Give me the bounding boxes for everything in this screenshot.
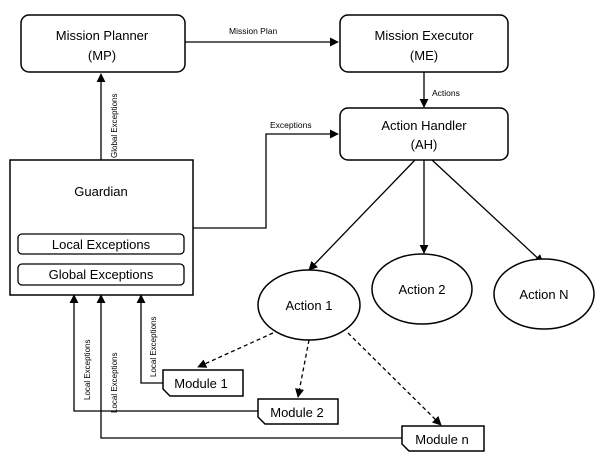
edge-label-exceptions: Exceptions xyxy=(270,120,312,130)
action-n-node: Action N xyxy=(493,258,595,330)
edge-action1-to-module-n xyxy=(347,332,442,426)
guardian-title: Guardian xyxy=(74,184,127,199)
module-n-label: Module n xyxy=(415,432,468,447)
module-n-node: Module n xyxy=(401,425,485,452)
edge-label-actions: Actions xyxy=(432,88,460,98)
edge-label-mission-plan: Mission Plan xyxy=(229,26,277,36)
edge-label-global-exceptions: Global Exceptions xyxy=(110,94,119,158)
guardian-global-exceptions-box: Global Exceptions xyxy=(17,263,185,286)
module-2-node: Module 2 xyxy=(257,398,339,425)
mission-planner-node: Mission Planner (MP) xyxy=(20,14,186,73)
guardian-node: Guardian Local Exceptions Global Excepti… xyxy=(9,159,194,296)
edge-exceptions xyxy=(193,129,339,229)
action-handler-node: Action Handler (AH) xyxy=(339,107,509,161)
edge-label-local-exceptions-3: Local Exceptions xyxy=(110,353,119,413)
edge-action1-to-module-2 xyxy=(295,339,310,398)
guardian-local-exceptions-box: Local Exceptions xyxy=(17,233,185,255)
edge-action1-to-module-1 xyxy=(197,332,274,368)
edge-module-n-local-exceptions xyxy=(96,294,402,439)
action-2-label: Action 2 xyxy=(399,282,446,297)
module-1-label: Module 1 xyxy=(174,376,227,391)
action-2-node: Action 2 xyxy=(371,253,473,325)
module-1-node: Module 1 xyxy=(162,369,244,397)
mission-planner-title: Mission Planner xyxy=(56,28,149,43)
edge-label-local-exceptions-2: Local Exceptions xyxy=(83,340,92,400)
module-2-label: Module 2 xyxy=(270,405,323,420)
edge-ah-to-action-n xyxy=(431,159,544,264)
guardian-local-exceptions-label: Local Exceptions xyxy=(52,237,151,252)
action-n-label: Action N xyxy=(519,287,568,302)
action-1-node: Action 1 xyxy=(257,269,361,341)
guardian-global-exceptions-label: Global Exceptions xyxy=(49,267,154,282)
action-handler-title: Action Handler xyxy=(381,118,467,133)
edge-module-2-local-exceptions xyxy=(69,294,258,412)
edge-label-local-exceptions-1: Local Exceptions xyxy=(149,317,158,377)
edge-ah-to-action-1 xyxy=(308,159,416,271)
action-handler-abbr: (AH) xyxy=(411,137,438,152)
mission-planner-abbr: (MP) xyxy=(88,48,116,63)
mission-executor-title: Mission Executor xyxy=(375,28,475,43)
mission-executor-node: Mission Executor (ME) xyxy=(339,14,509,73)
action-1-label: Action 1 xyxy=(286,298,333,313)
mission-executor-abbr: (ME) xyxy=(410,48,438,63)
edge-module-1-local-exceptions xyxy=(136,294,163,384)
